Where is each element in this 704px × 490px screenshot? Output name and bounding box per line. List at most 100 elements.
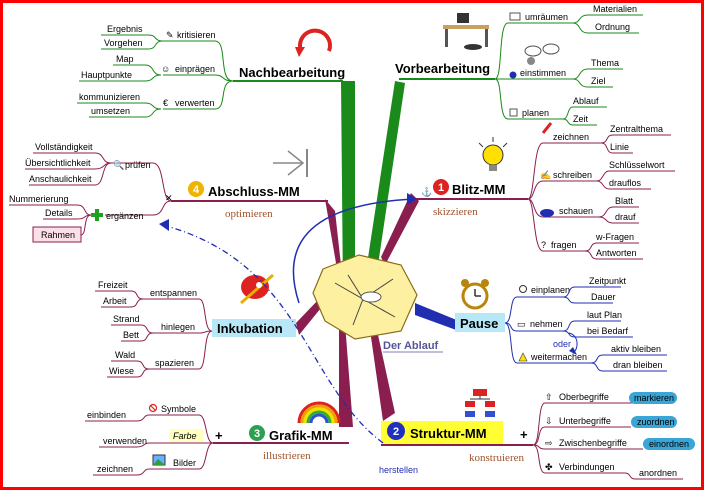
item-symbole[interactable]: Symbole bbox=[161, 404, 196, 414]
left-verwenden[interactable]: verwenden bbox=[103, 436, 147, 446]
child-ergebnis[interactable]: Ergebnis bbox=[107, 24, 143, 34]
struktur-subtitle[interactable]: konstruieren bbox=[469, 452, 524, 464]
thought-bubble-icon bbox=[524, 43, 560, 65]
child-aktiv-bleiben[interactable]: aktiv bleiben bbox=[611, 344, 661, 354]
child-kommunizieren[interactable]: kommunizieren bbox=[79, 92, 140, 102]
number-badge-3 bbox=[249, 425, 265, 441]
item-nehmen[interactable]: nehmen bbox=[530, 319, 563, 329]
child-details[interactable]: Details bbox=[45, 208, 73, 218]
child-dran-bleiben[interactable]: dran bleiben bbox=[613, 360, 663, 370]
child-w-fragen[interactable]: w-Fragen bbox=[595, 232, 634, 242]
item-entspannen[interactable]: entspannen bbox=[150, 288, 197, 298]
abschluss-subtitle[interactable]: optimieren bbox=[225, 208, 273, 220]
wedge-grafik bbox=[339, 323, 353, 427]
child-ordnung[interactable]: Ordnung bbox=[595, 22, 630, 32]
vorbearbeitung-title[interactable]: Vorbearbeitung bbox=[395, 61, 490, 76]
child-map[interactable]: Map bbox=[116, 54, 134, 64]
child-anschaulichkeit[interactable]: Anschaulichkeit bbox=[29, 174, 92, 184]
abschluss-title[interactable]: Abschluss-MM bbox=[208, 184, 300, 199]
child-bei-bedarf[interactable]: bei Bedarf bbox=[587, 326, 629, 336]
item-einstimmen[interactable]: einstimmen bbox=[520, 68, 566, 78]
plus-icon bbox=[91, 209, 103, 221]
child-vollstaendigkeit[interactable]: Vollständigkeit bbox=[35, 142, 93, 152]
child-materialien[interactable]: Materialien bbox=[593, 4, 637, 14]
item-kritisieren[interactable]: kritisieren bbox=[177, 30, 216, 40]
child-ziel[interactable]: Ziel bbox=[591, 76, 606, 86]
child-antworten[interactable]: Antworten bbox=[596, 248, 637, 258]
item-pruefen[interactable]: prüfen bbox=[125, 160, 151, 170]
item-weitermachen[interactable]: weitermachen bbox=[530, 352, 587, 362]
magnifier-icon: 🔍 bbox=[113, 159, 124, 170]
child-linie[interactable]: Linie bbox=[610, 142, 629, 152]
child-zentralthema[interactable]: Zentralthema bbox=[610, 124, 663, 134]
farbe-box bbox=[169, 429, 203, 442]
item-zwischenbegriffe[interactable]: Zwischenbegriffe bbox=[559, 438, 627, 448]
item-schauen[interactable]: schauen bbox=[559, 206, 593, 216]
right-zuordnen[interactable]: zuordnen bbox=[637, 417, 675, 427]
item-ergaenzen[interactable]: ergänzen bbox=[106, 211, 144, 221]
left-zeichnen[interactable]: zeichnen bbox=[97, 464, 133, 474]
pause-title[interactable]: Pause bbox=[460, 316, 498, 331]
item-oberbegriffe[interactable]: Oberbegriffe bbox=[559, 392, 609, 402]
item-bilder[interactable]: Bilder bbox=[173, 458, 196, 468]
blitz-title[interactable]: Blitz-MM bbox=[452, 182, 505, 197]
child-zeitpunkt[interactable]: Zeitpunkt bbox=[589, 276, 627, 286]
item-planen[interactable]: planen bbox=[522, 108, 549, 118]
child-ablauf[interactable]: Ablauf bbox=[573, 96, 599, 106]
child-laut-plan[interactable]: laut Plan bbox=[587, 310, 622, 320]
inkubation-title[interactable]: Inkubation bbox=[217, 321, 283, 336]
pencil-icon bbox=[541, 122, 553, 134]
branch-vorbearbeitung: Vorbearbeitung umräumen einstimmen plane… bbox=[395, 4, 643, 126]
child-bett[interactable]: Bett bbox=[123, 330, 140, 340]
child-strand[interactable]: Strand bbox=[113, 314, 140, 324]
child-schluesselwort[interactable]: Schlüsselwort bbox=[609, 160, 665, 170]
item-hinlegen[interactable]: hinlegen bbox=[161, 322, 195, 332]
item-umraeumen[interactable]: umräumen bbox=[525, 12, 568, 22]
child-dauer[interactable]: Dauer bbox=[591, 292, 616, 302]
struktur-title[interactable]: Struktur-MM bbox=[410, 426, 487, 441]
child-wiese[interactable]: Wiese bbox=[109, 366, 134, 376]
item-zeichnen[interactable]: zeichnen bbox=[553, 132, 589, 142]
child-drauflos[interactable]: drauflos bbox=[609, 178, 642, 188]
item-schreiben[interactable]: schreiben bbox=[553, 170, 592, 180]
desk-icon bbox=[443, 13, 489, 50]
nachbearbeitung-title[interactable]: Nachbearbeitung bbox=[239, 65, 345, 80]
right-markieren[interactable]: markieren bbox=[634, 393, 674, 403]
child-blatt[interactable]: Blatt bbox=[615, 196, 634, 206]
center-label[interactable]: Der Ablauf bbox=[383, 340, 439, 352]
item-unterbegriffe[interactable]: Unterbegriffe bbox=[559, 416, 611, 426]
link-herstellen[interactable]: herstellen bbox=[379, 465, 418, 475]
child-thema[interactable]: Thema bbox=[591, 58, 619, 68]
zuordnen-pill bbox=[631, 416, 677, 428]
item-farbe[interactable]: Farbe bbox=[173, 431, 197, 441]
item-verbindungen[interactable]: Verbindungen bbox=[559, 462, 615, 472]
child-freizeit[interactable]: Freizeit bbox=[98, 280, 128, 290]
blitz-subtitle[interactable]: skizzieren bbox=[433, 206, 478, 218]
right-einordnen[interactable]: einordnen bbox=[649, 439, 689, 449]
child-drauf[interactable]: drauf bbox=[615, 212, 636, 222]
child-zeit[interactable]: Zeit bbox=[573, 114, 589, 124]
child-umsetzen[interactable]: umsetzen bbox=[91, 106, 130, 116]
child-hauptpunkte[interactable]: Hauptpunkte bbox=[81, 70, 132, 80]
grafik-subtitle[interactable]: illustrieren bbox=[263, 450, 311, 462]
item-einpraegen[interactable]: einprägen bbox=[175, 64, 215, 74]
wedge-inkubation bbox=[296, 299, 325, 335]
child-rahmen[interactable]: Rahmen bbox=[41, 230, 75, 240]
grafik-title[interactable]: Grafik-MM bbox=[269, 428, 333, 443]
no-symbol-icon bbox=[148, 403, 158, 413]
item-verwerten[interactable]: verwerten bbox=[175, 98, 215, 108]
item-spazieren[interactable]: spazieren bbox=[155, 358, 194, 368]
child-vorgehen[interactable]: Vorgehen bbox=[104, 38, 143, 48]
oder-connector[interactable]: oder bbox=[553, 339, 571, 349]
bed-icon: ▭ bbox=[517, 319, 526, 329]
item-fragen[interactable]: fragen bbox=[551, 240, 577, 250]
child-nummerierung[interactable]: Nummerierung bbox=[9, 194, 69, 204]
left-einbinden[interactable]: einbinden bbox=[87, 410, 126, 420]
anchor-icon: ⚓ bbox=[421, 186, 432, 197]
item-einplanen[interactable]: einplanen bbox=[531, 285, 570, 295]
child-arbeit[interactable]: Arbeit bbox=[103, 296, 127, 306]
child-uebersichtlichkeit[interactable]: Übersichtlichkeit bbox=[25, 158, 91, 168]
right-anordnen[interactable]: anordnen bbox=[639, 468, 677, 478]
rahmen-box[interactable] bbox=[32, 226, 82, 243]
child-wald[interactable]: Wald bbox=[115, 350, 135, 360]
